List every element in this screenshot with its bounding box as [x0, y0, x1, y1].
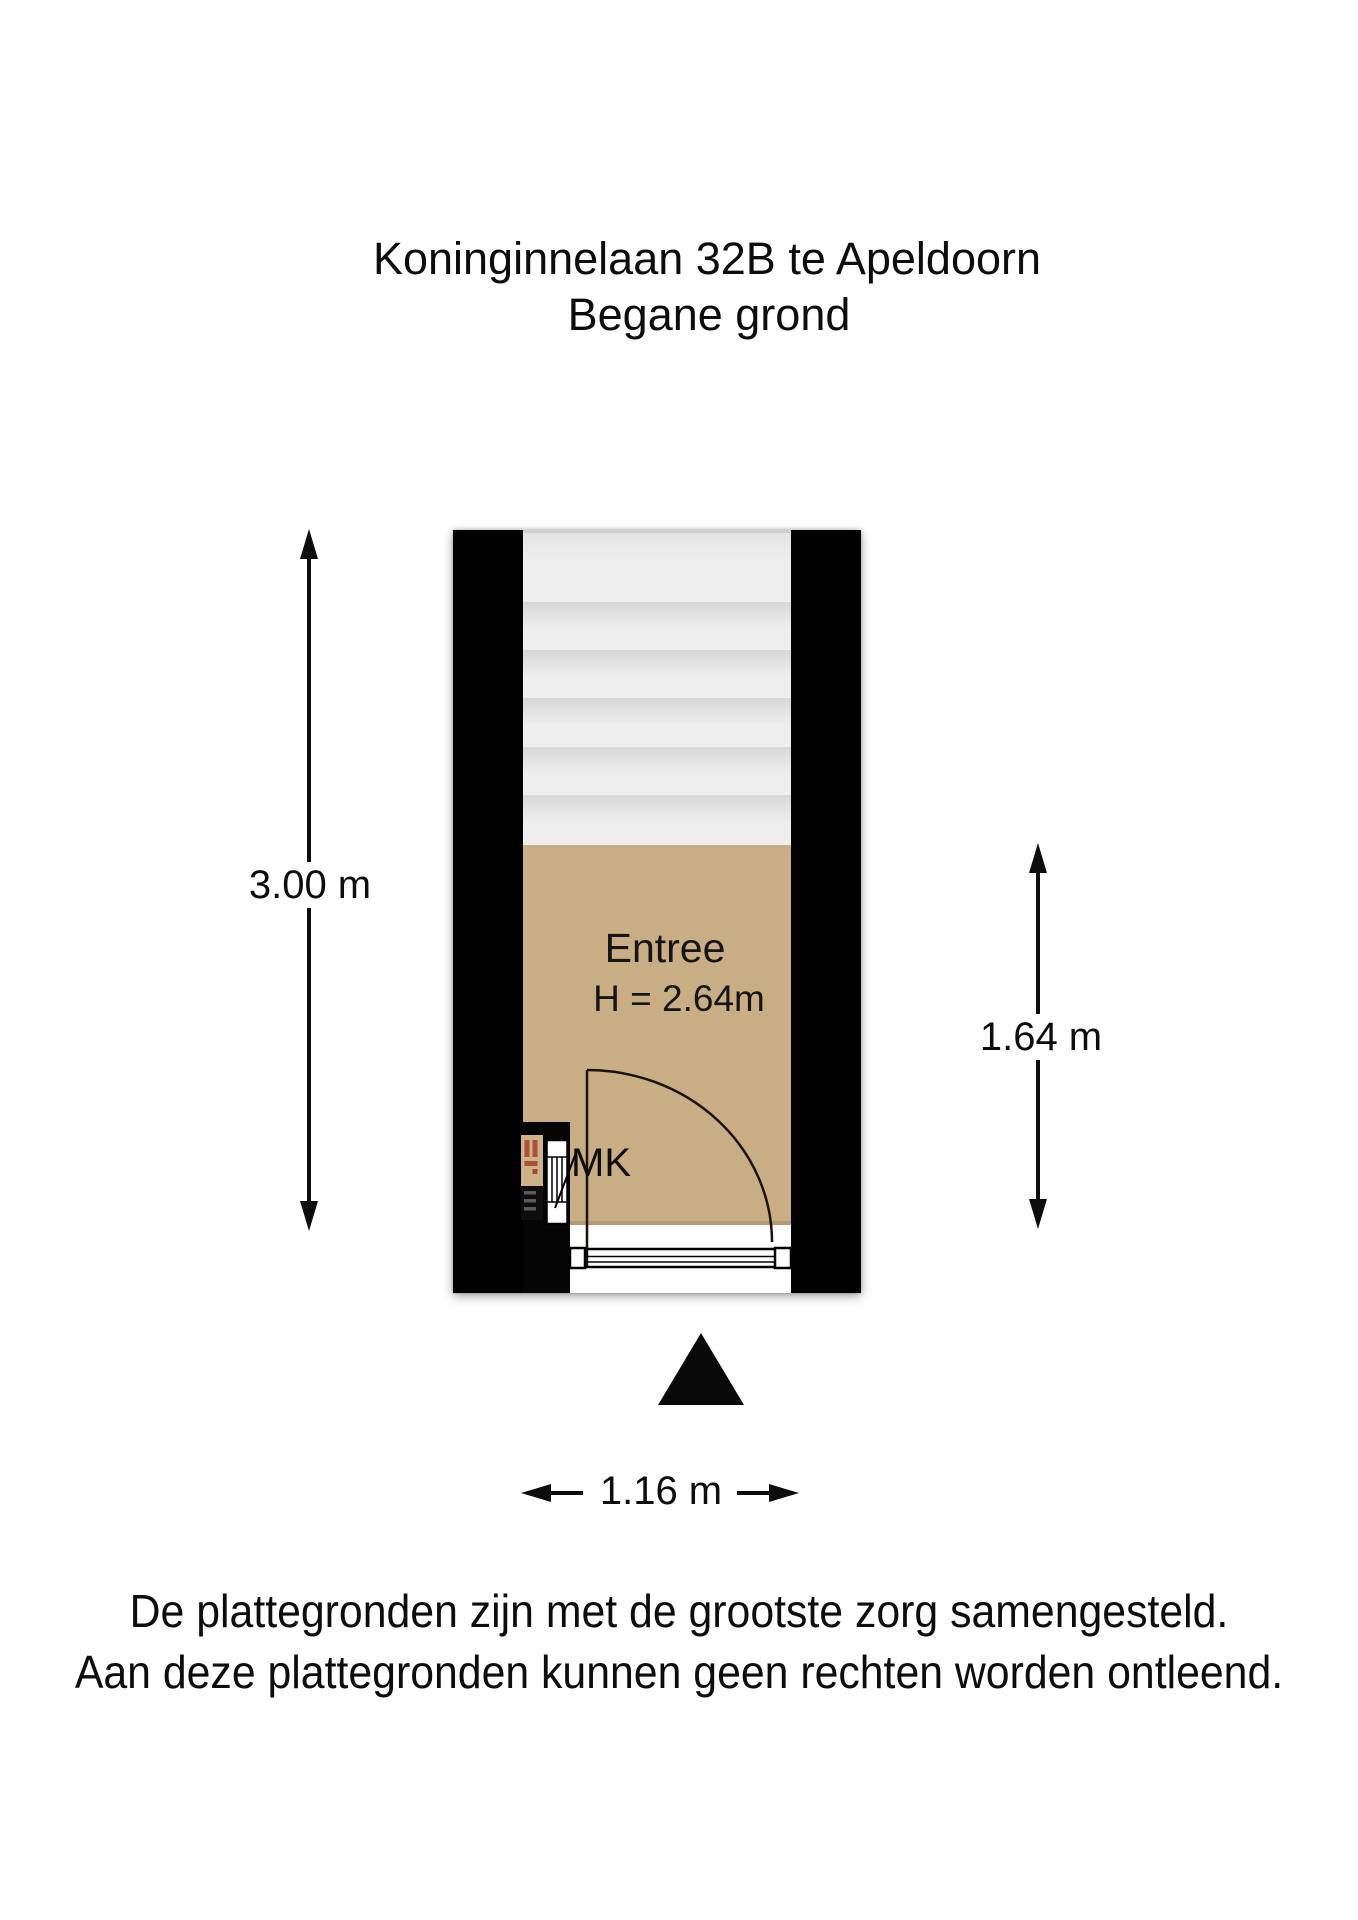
room-height-label: H = 2.64m — [593, 978, 765, 1019]
stair-tread — [523, 533, 791, 602]
room-label-entree: Entree — [604, 925, 726, 971]
page-subtitle: Begane grond — [567, 289, 851, 340]
stair-tread — [523, 795, 791, 845]
left-wall — [453, 530, 523, 1293]
dimension-label-bottom: 1.16 m — [599, 1469, 723, 1513]
stair-tread — [523, 602, 791, 650]
stair-tread — [523, 747, 791, 795]
right-wall — [791, 530, 861, 1293]
dimension-arrow-bottom — [521, 1484, 799, 1502]
stair-tread — [523, 650, 791, 698]
page-title: Koninginnelaan 32B te Apeldoorn — [372, 233, 1042, 284]
staircase — [523, 530, 791, 845]
meter-cupboard-wall — [523, 1122, 570, 1293]
disclaimer-line-1: De plattegronden zijn met de grootste zo… — [129, 1585, 1229, 1637]
disclaimer-line-2: Aan deze plattegronden kunnen geen recht… — [74, 1646, 1284, 1698]
entry-doorway — [570, 1225, 791, 1293]
dimension-label-right: 1.64 m — [960, 1014, 1122, 1060]
dimension-label-left: 3.00 m — [229, 862, 391, 908]
floorplan-drawing — [453, 530, 861, 1293]
meter-cupboard-label: MK — [571, 1141, 631, 1185]
entrance-direction-triangle — [658, 1333, 744, 1405]
stair-tread — [523, 698, 791, 747]
